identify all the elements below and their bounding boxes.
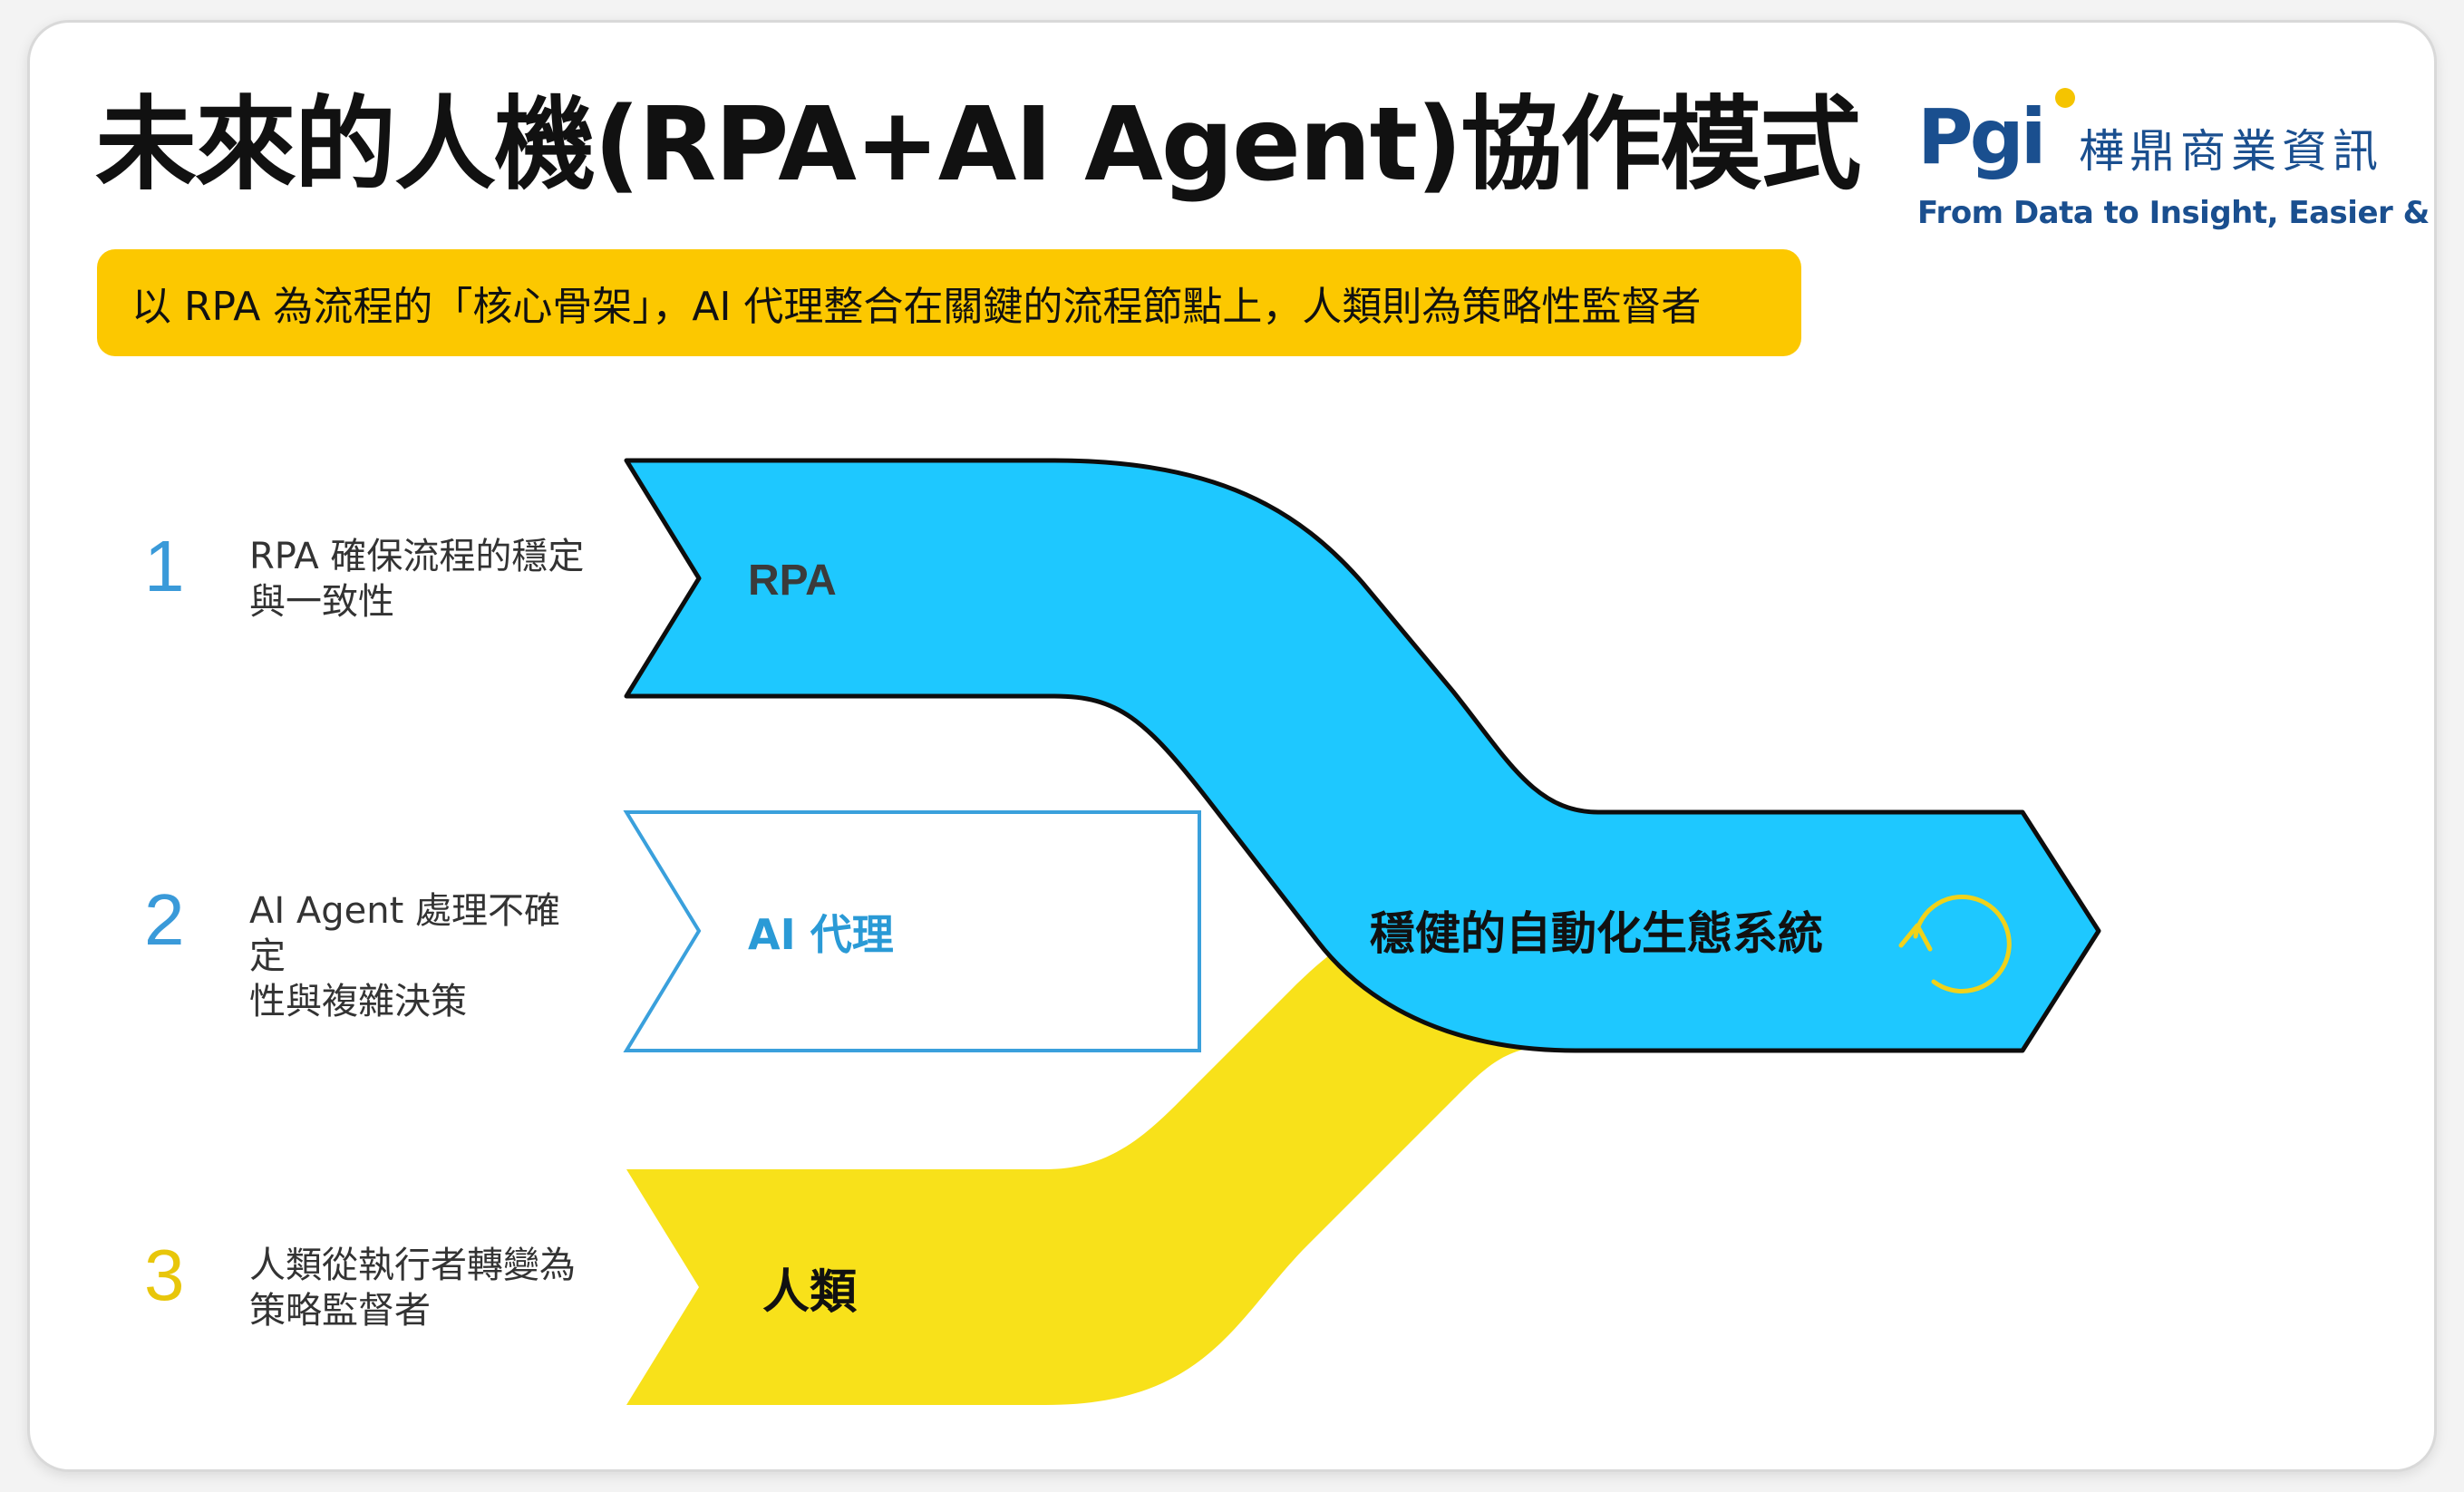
human-arrow xyxy=(626,918,1562,1405)
human-label: 人類 xyxy=(762,1265,858,1320)
ai-agent-arrow xyxy=(623,810,1201,1052)
step-2-line-1: AI Agent 處理不確定 xyxy=(249,890,560,977)
slide-card: 未來的人機(RPA+AI Agent)協作模式 Pgi 樺鼎商業資訊 From … xyxy=(27,20,2437,1472)
flow-diagram: RPA AI 代理 人類 穩健的自動化生態系統 xyxy=(623,458,2101,1405)
page-title: 未來的人機(RPA+AI Agent)協作模式 xyxy=(95,86,1861,204)
step-2-text: AI Agent 處理不確定 性與複雜決策 xyxy=(249,888,594,1024)
logo-tagline: From Data to Insight, Easier & Faster xyxy=(1917,195,2434,231)
step-1-line-1: RPA 確保流程的穩定 xyxy=(249,536,585,577)
ai-agent-label: AI 代理 xyxy=(748,910,894,959)
step-2-line-2: 性與複雜決策 xyxy=(249,981,467,1022)
step-2-number: 2 xyxy=(144,879,185,960)
step-3-line-2: 策略監督者 xyxy=(249,1290,431,1332)
step-3-line-1: 人類從執行者轉變為 xyxy=(249,1245,576,1286)
step-1-text: RPA 確保流程的穩定 與一致性 xyxy=(249,534,594,625)
rpa-arrow xyxy=(624,458,2101,1053)
rpa-label: RPA xyxy=(748,557,837,605)
step-3-text: 人類從執行者轉變為 策略監督者 xyxy=(249,1243,594,1333)
step-3-number: 3 xyxy=(144,1235,185,1315)
result-label: 穩健的自動化生態系統 xyxy=(1370,907,1823,960)
logo-mark: Pgi xyxy=(1917,92,2046,181)
step-1-line-2: 與一致性 xyxy=(249,581,394,623)
logo-company-name: 樺鼎商業資訊 xyxy=(2079,125,2383,178)
logo-dot xyxy=(2055,88,2075,108)
cycle-arrow-icon xyxy=(1898,894,2012,993)
summary-banner: 以 RPA 為流程的「核心骨架」，AI 代理整合在關鍵的流程節點上，人類則為策略… xyxy=(97,249,1801,356)
summary-banner-text: 以 RPA 為流程的「核心骨架」，AI 代理整合在關鍵的流程節點上，人類則為策略… xyxy=(131,284,1702,330)
step-1-number: 1 xyxy=(144,526,185,606)
company-logo: Pgi 樺鼎商業資訊 From Data to Insight, Easier … xyxy=(1917,88,2434,242)
